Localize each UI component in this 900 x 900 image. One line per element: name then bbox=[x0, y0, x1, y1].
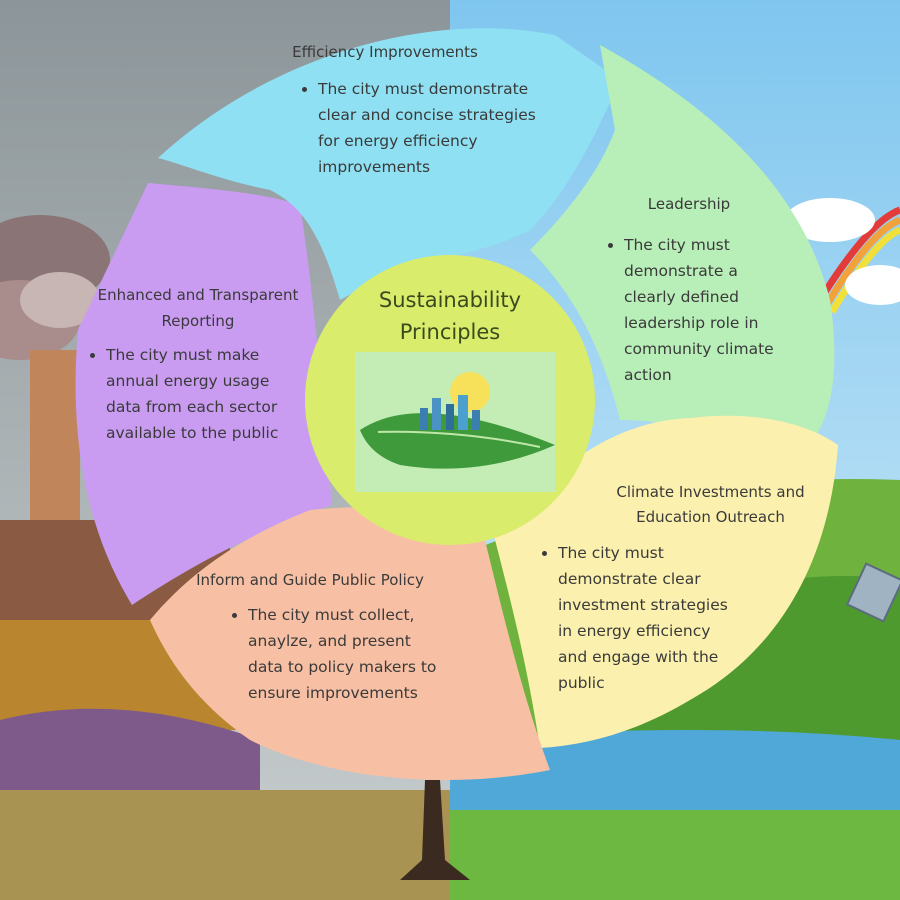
bullet-list: The city must make annual energy usage d… bbox=[88, 342, 286, 446]
segment-policy-text: Inform and Guide Public Policy The city … bbox=[180, 568, 440, 706]
green-leaf-city-icon bbox=[355, 352, 555, 492]
bullet-item: The city must demonstrate clear and conc… bbox=[318, 76, 550, 180]
solar-panel-icon bbox=[845, 562, 900, 623]
bullet-item: The city must make annual energy usage d… bbox=[106, 342, 286, 446]
bullet-list: The city must demonstrate clear investme… bbox=[540, 540, 738, 696]
rainbow bbox=[817, 206, 900, 314]
bullet-list: The city must collect, anaylze, and pres… bbox=[230, 602, 448, 706]
segment-leadership-text: Leadership The city must demonstrate a c… bbox=[606, 192, 791, 388]
tree-trunk bbox=[400, 780, 470, 880]
segment-title: Inform and Guide Public Policy bbox=[196, 571, 424, 589]
bullet-list: The city must demonstrate clear and conc… bbox=[300, 76, 550, 180]
bullet-item: The city must demonstrate clear investme… bbox=[558, 540, 738, 696]
segment-reporting[interactable] bbox=[75, 183, 333, 605]
bullet-item: The city must demonstrate a clearly defi… bbox=[624, 232, 791, 388]
bullet-list: The city must demonstrate a clearly defi… bbox=[606, 232, 791, 388]
white-cloud bbox=[785, 198, 900, 305]
segment-climate[interactable] bbox=[490, 415, 838, 748]
segment-title: Efficiency Improvements bbox=[292, 43, 478, 61]
segment-leadership[interactable] bbox=[530, 45, 835, 470]
segment-efficiency[interactable] bbox=[158, 28, 620, 300]
segment-reporting-text: Enhanced and Transparent Reporting The c… bbox=[88, 282, 308, 446]
segment-policy[interactable] bbox=[150, 507, 550, 780]
segment-title: Leadership bbox=[647, 195, 731, 213]
bullet-item: The city must collect, anaylze, and pres… bbox=[248, 602, 448, 706]
smoke-clouds bbox=[0, 215, 110, 360]
segment-title: Enhanced and Transparent Reporting bbox=[97, 286, 299, 330]
segment-title: Climate Investments and Education Outrea… bbox=[616, 483, 805, 526]
segment-efficiency-text: Efficiency Improvements The city must de… bbox=[292, 40, 550, 180]
center-title: Sustainability Principles bbox=[378, 288, 522, 344]
segment-climate-text: Climate Investments and Education Outrea… bbox=[520, 480, 820, 696]
